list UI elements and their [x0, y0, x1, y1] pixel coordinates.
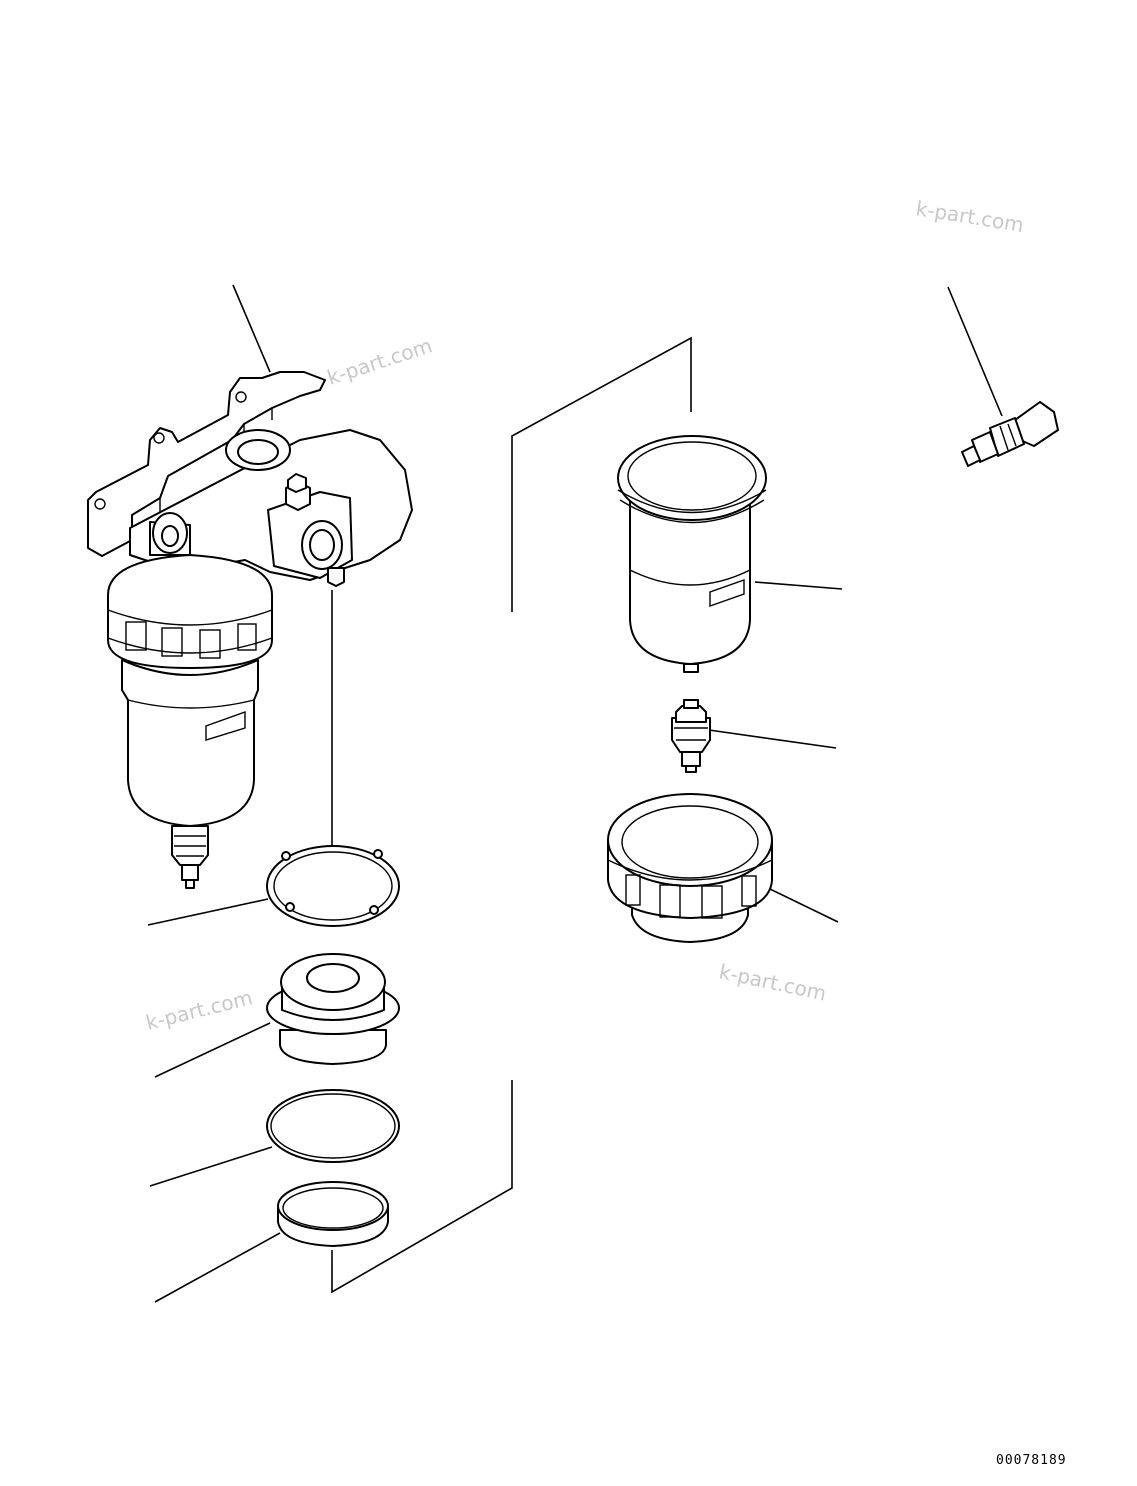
- leader-lines: [147, 284, 1003, 1303]
- water-sensor: [961, 401, 1059, 467]
- filter-cap: [266, 953, 400, 1065]
- group-bracket-lines: [331, 336, 692, 1294]
- filter-cartridge: [617, 435, 767, 673]
- drawing-code: 00078189: [996, 1453, 1067, 1468]
- o-ring: [266, 1089, 400, 1163]
- filter-assembly: [87, 371, 413, 889]
- watermark-lower-center: k-part.com: [717, 959, 829, 1005]
- seal-ring-with-tabs: [266, 845, 400, 927]
- drain-valve: [671, 699, 711, 773]
- watermark-upper-left: k-part.com: [324, 333, 435, 389]
- flat-ring: [277, 1181, 389, 1247]
- watermark-lower-left: k-part.com: [143, 985, 254, 1035]
- retaining-ring-nut: [607, 793, 773, 943]
- watermark-top-right: k-part.com: [914, 196, 1025, 237]
